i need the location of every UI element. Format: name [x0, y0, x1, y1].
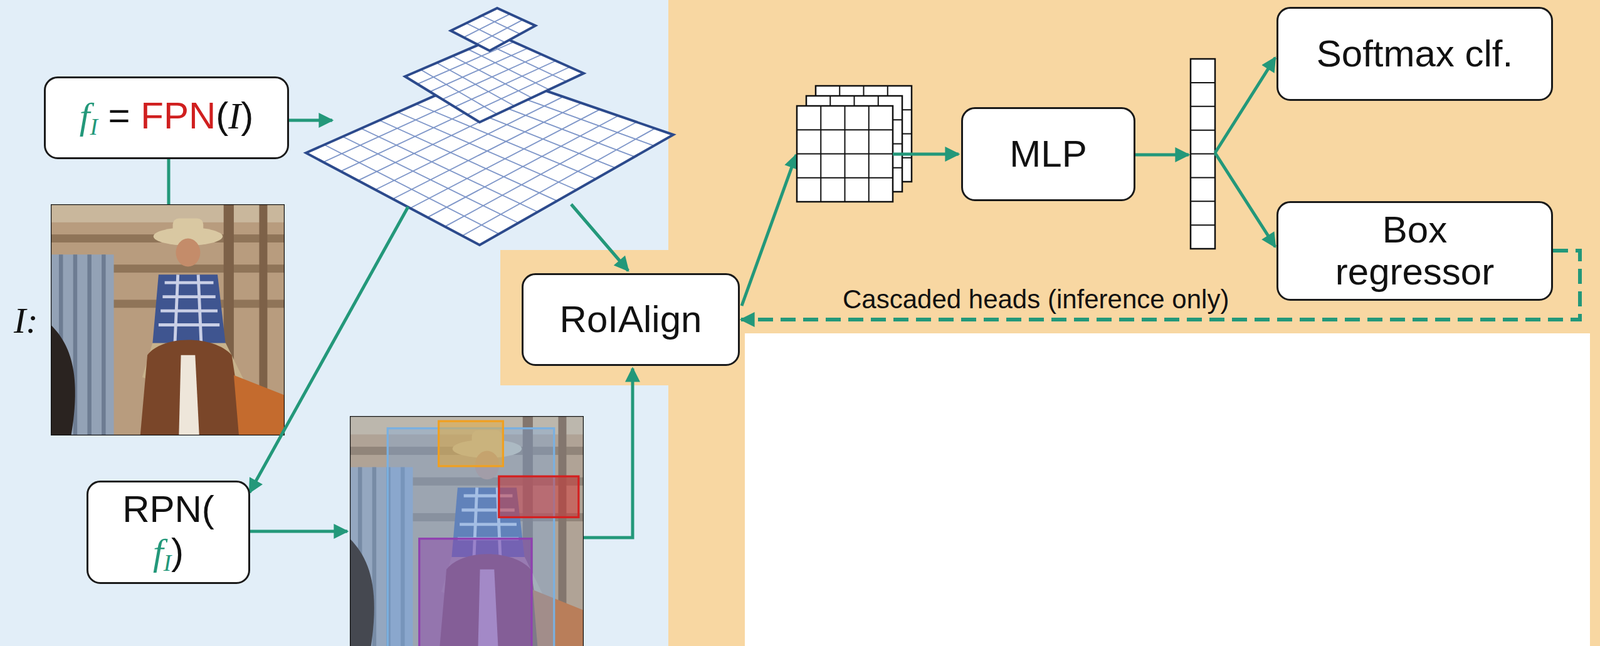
arrow — [571, 204, 629, 271]
grid-line — [1190, 153, 1216, 155]
grid-line — [796, 153, 893, 155]
regressor-box: Box regressor — [1276, 201, 1553, 301]
node-label: RoIAlign — [559, 298, 703, 341]
edge-label: Cascaded heads (inference only) — [840, 284, 1232, 315]
grid-line — [462, 128, 655, 236]
feature-pyramid — [305, 8, 674, 246]
grid-line — [467, 67, 570, 115]
roialign-box: RoIAlign — [521, 273, 740, 367]
grid-line — [454, 60, 556, 108]
arrow — [1215, 152, 1276, 248]
proposal-photo — [349, 416, 584, 646]
classifier-box: Softmax clf. — [1276, 6, 1553, 101]
grid-line — [1190, 200, 1216, 202]
connector-line — [167, 159, 171, 205]
arrow — [1135, 153, 1189, 157]
arrow — [1215, 57, 1276, 153]
grid-line — [1190, 82, 1216, 84]
grid-line — [1190, 105, 1216, 108]
arrow — [250, 530, 348, 534]
mlp-box: MLP — [961, 107, 1136, 202]
roi-feature-maps — [796, 85, 912, 202]
vector-outline — [1190, 58, 1216, 249]
arrow — [249, 206, 409, 493]
pyramid-outline — [450, 8, 536, 51]
grid-line — [476, 20, 523, 45]
node-label: RPN( fI) — [115, 488, 222, 577]
symbol-label: I: — [13, 299, 39, 342]
arrow — [289, 119, 333, 123]
arrow — [892, 152, 959, 157]
grid-line — [796, 177, 893, 179]
feature-map — [796, 105, 893, 202]
node-label: Box regressor — [1314, 208, 1516, 293]
grid-line — [1190, 129, 1216, 132]
node-label: MLP — [1009, 132, 1087, 175]
grid-line — [1190, 176, 1216, 179]
node-label: fI = FPN(I) — [79, 94, 254, 141]
rpn-box: RPN( fI) — [86, 480, 251, 585]
grid-line — [1190, 224, 1216, 226]
white-region — [744, 333, 1590, 646]
input-photo — [50, 204, 285, 436]
feature-vector — [1190, 58, 1216, 249]
backbone-box: fI = FPN(I) — [43, 76, 290, 160]
arrow — [741, 154, 797, 306]
grid-line — [868, 105, 870, 202]
pyramid-level — [450, 8, 536, 51]
arrow — [583, 368, 633, 538]
node-label: Softmax clf. — [1316, 32, 1513, 75]
